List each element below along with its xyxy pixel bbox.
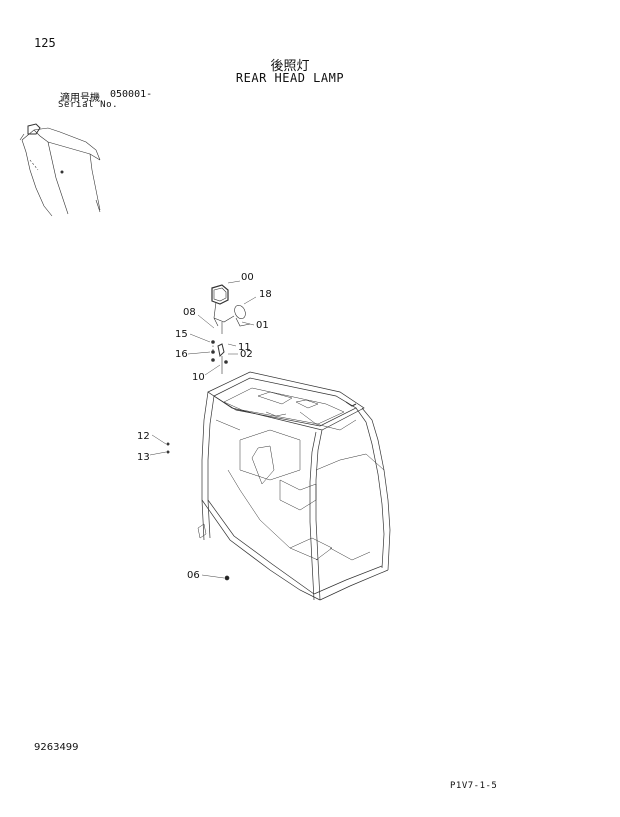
callout-18: 18 [259, 289, 272, 300]
callout-16: 16 [175, 349, 188, 360]
serial-range: 050001- [110, 89, 153, 100]
rear-lamp-assembly [211, 284, 251, 374]
page-number: 125 [34, 36, 56, 50]
callout-11: 11 [238, 342, 251, 353]
lamp-bracket [217, 343, 225, 358]
serial-label-japanese: 適用号機 [60, 93, 100, 104]
callout-08: 08 [183, 307, 196, 318]
callout-02: 02 [240, 349, 253, 360]
page-code: P1V7-1-5 [450, 781, 498, 791]
cab-frame [197, 371, 391, 601]
page-title-japanese: 後照灯 [270, 59, 310, 74]
callout-13: 13 [137, 452, 150, 463]
document-number: 9263499 [34, 742, 79, 753]
serial-label: Serial No. [58, 100, 119, 110]
callout-15: 15 [175, 329, 188, 340]
callout-06: 06 [187, 570, 200, 581]
rear-lamp-body [211, 284, 229, 305]
wire-loop [234, 305, 246, 319]
machine-location-thumbnail [19, 123, 101, 217]
callout-01: 01 [256, 320, 269, 331]
callout-10: 10 [192, 372, 205, 383]
leader-lines [149, 280, 257, 579]
page-title: REAR HEAD LAMP [235, 71, 345, 85]
callout-00: 00 [241, 272, 254, 283]
callout-12: 12 [137, 431, 150, 442]
